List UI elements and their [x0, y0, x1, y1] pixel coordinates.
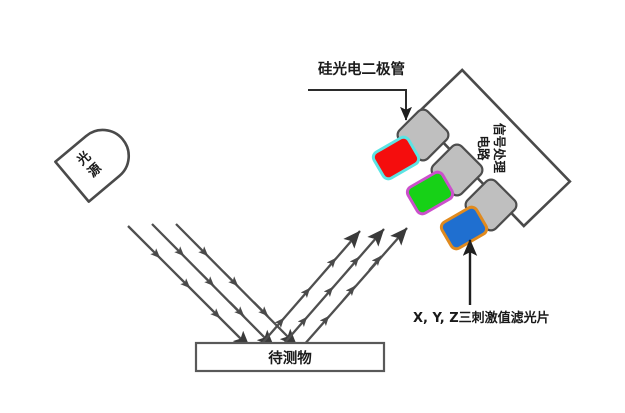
ray-tick [169, 241, 185, 257]
ray-tick [223, 271, 239, 287]
ray-tick [342, 285, 356, 301]
ray-tick [316, 315, 330, 331]
detector-x-channel [371, 108, 450, 181]
reflected-ray-group [257, 227, 408, 349]
photodiode-leader-line [308, 89, 412, 121]
ray-tick [193, 241, 209, 257]
ray-tick [368, 255, 382, 271]
photodiode-callout: 硅光电二极管 [308, 60, 412, 121]
ray-tick [323, 257, 337, 273]
ray-tick [199, 271, 215, 287]
reflected-ray-2 [280, 228, 385, 348]
ray-tick [294, 316, 308, 332]
ray-tick [205, 303, 221, 319]
ray-tick [145, 243, 161, 259]
detector-z-channel [439, 178, 518, 251]
filter-label: X, Y, Z三刺激值滤光片 [413, 310, 550, 326]
signal-circuit-label-line1: 信号处理 [492, 123, 507, 174]
signal-circuit-label-line2: 电路 [476, 135, 491, 161]
photodiode-label: 硅光电二极管 [318, 60, 405, 78]
ray-tick [253, 301, 269, 317]
light-source-body [54, 128, 130, 203]
ray-tick [320, 286, 334, 302]
sample-box-rect [194, 341, 386, 373]
reflected-ray-1 [257, 230, 361, 349]
ray-tick [175, 273, 191, 289]
incident-ray-1 [127, 225, 251, 349]
ray-tick [346, 256, 360, 272]
ray-tick [229, 301, 245, 317]
filter-callout: X, Y, Z三刺激值滤光片 [413, 239, 550, 326]
filter-y-green [405, 170, 455, 216]
light-source: 光 源 [54, 128, 130, 203]
incident-ray-3 [175, 223, 298, 347]
ray-tick [271, 317, 285, 333]
detector-y-channel [405, 143, 484, 216]
incident-ray-2 [151, 223, 275, 348]
sample-box: 待测物 [194, 341, 386, 373]
filter-x-red [371, 135, 421, 181]
sample-box-label: 待测物 [268, 349, 312, 367]
reflected-ray-3 [302, 227, 408, 347]
ray-tick [297, 287, 311, 303]
incident-ray-group [127, 223, 298, 349]
